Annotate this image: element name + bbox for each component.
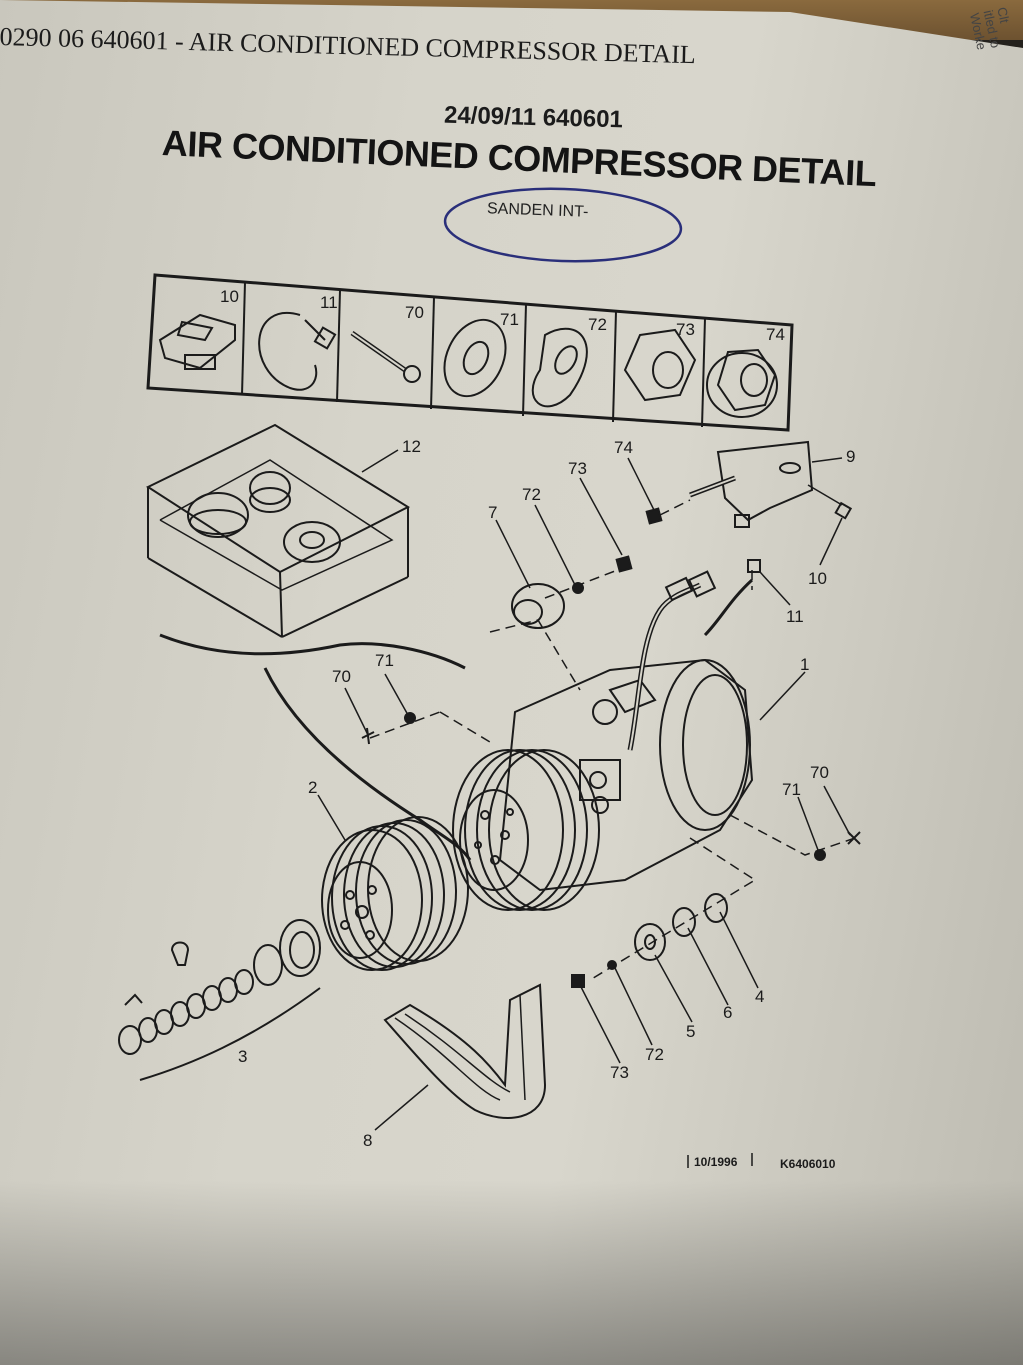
- wiring-harness: [627, 582, 702, 751]
- callout-labels: 12 74 9 73 72 7 10 11 1 71 70 2 71 70 4 …: [238, 437, 855, 1150]
- callout-1: 1: [800, 655, 809, 674]
- pressure-switch-part: [511, 583, 565, 629]
- strip-label: 10: [220, 287, 239, 306]
- callout-71: 71: [375, 651, 394, 670]
- callout-12: 12: [402, 437, 421, 456]
- strip-bolt-part: [350, 330, 421, 383]
- strip-connector-part: [158, 313, 236, 370]
- spacer-parts: [634, 893, 728, 961]
- strip-label: 11: [320, 293, 338, 312]
- parts-strip: [146, 273, 794, 432]
- callout-9: 9: [846, 447, 855, 466]
- callout-70: 70: [332, 667, 351, 686]
- pen-circle: [443, 187, 683, 263]
- fastener-markers: [361, 501, 861, 988]
- shim-set: [118, 919, 321, 1081]
- callout-3: 3: [238, 1047, 247, 1066]
- drive-belt-line: [159, 633, 466, 670]
- callout-5: 5: [686, 1022, 695, 1041]
- bracket-part: [689, 440, 814, 528]
- strip-label: 72: [588, 315, 607, 334]
- callout-70: 70: [810, 763, 829, 782]
- photo-shadow: [0, 1180, 1023, 1365]
- strip-spring-washer-part: [531, 327, 588, 408]
- callout-4: 4: [755, 987, 764, 1006]
- callout-10: 10: [808, 569, 827, 588]
- strip-flange-nut-part: [706, 348, 778, 418]
- clutch-pulley: [321, 816, 469, 971]
- callout-7: 7: [488, 503, 497, 522]
- strip-cable-tie-part: [258, 312, 337, 391]
- strip-label: 73: [676, 320, 695, 339]
- strip-numbers: 10 11 70 71 72 73 74: [220, 287, 785, 344]
- callout-8: 8: [363, 1131, 372, 1150]
- callout-73: 73: [610, 1063, 629, 1082]
- callout-2: 2: [308, 778, 317, 797]
- callout-73: 73: [568, 459, 587, 478]
- assembly-lines: [369, 499, 856, 981]
- callout-72: 72: [522, 485, 541, 504]
- drive-belt: [383, 983, 547, 1119]
- footer-ref: K6406010: [780, 1157, 836, 1171]
- leader-lines: [317, 449, 851, 1131]
- callout-71: 71: [782, 780, 801, 799]
- callout-11: 11: [786, 607, 804, 626]
- strip-label: 71: [500, 310, 519, 329]
- footer-refs: 10/1996 K6406010: [687, 1153, 836, 1171]
- kit-box: [145, 423, 411, 638]
- compressor-body: [452, 658, 754, 911]
- footer-date: 10/1996: [694, 1155, 738, 1169]
- strip-label: 74: [766, 325, 785, 344]
- strip-nut-part: [623, 328, 697, 402]
- callout-74: 74: [614, 438, 633, 457]
- strip-label: 70: [405, 303, 424, 322]
- callout-72: 72: [645, 1045, 664, 1064]
- callout-6: 6: [723, 1003, 732, 1022]
- strip-washer-part: [443, 318, 507, 398]
